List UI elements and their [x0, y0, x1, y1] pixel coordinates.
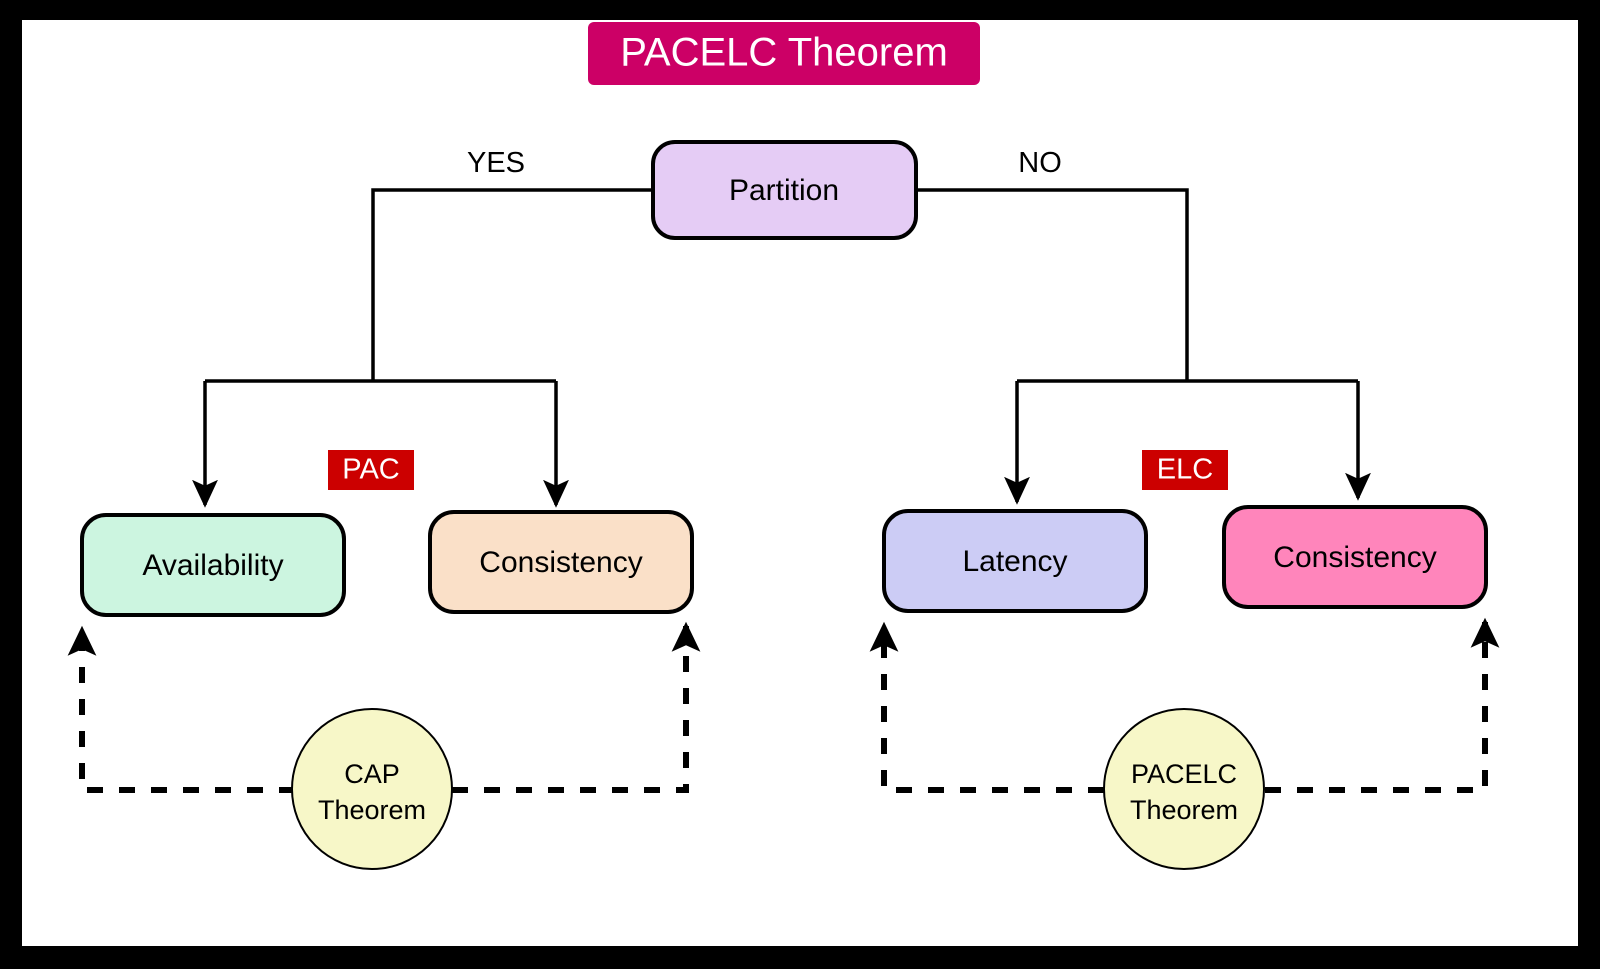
- badge-elc-rect: [1142, 450, 1228, 490]
- node-partition[interactable]: Partition: [651, 140, 918, 240]
- node-availability-label: Availability: [142, 549, 283, 582]
- dashed-cap-to-consistency-left: [452, 621, 701, 793]
- node-consistency-left-shape[interactable]: [428, 510, 694, 614]
- node-cap-theorem-line2: Theorem: [318, 795, 426, 825]
- page-title: PACELC Theorem: [620, 31, 948, 75]
- node-latency-shape[interactable]: [882, 509, 1148, 613]
- dashed-pacelc-to-consistency-right: [1265, 617, 1500, 793]
- badge-elc-label: ELC: [1157, 454, 1213, 486]
- node-cap-theorem-shape[interactable]: [291, 708, 453, 870]
- edge-partition-to-no: [916, 188, 1189, 381]
- node-cap-theorem-line1: CAP: [344, 759, 400, 789]
- node-pacelc-theorem[interactable]: PACELC Theorem: [1103, 708, 1265, 870]
- dashed-pacelc-to-latency: [869, 621, 1104, 793]
- node-pacelc-theorem-line1: PACELC: [1131, 759, 1237, 789]
- node-pacelc-theorem-shape[interactable]: [1103, 708, 1265, 870]
- node-consistency-right-label: Consistency: [1273, 541, 1436, 574]
- pacelc-feedback-loop: [869, 617, 1500, 793]
- node-availability[interactable]: Availability: [80, 513, 346, 617]
- node-latency-label: Latency: [962, 545, 1067, 578]
- cap-feedback-loop: [67, 621, 701, 793]
- node-consistency-right[interactable]: Consistency: [1222, 505, 1488, 609]
- node-pacelc-theorem-line2: Theorem: [1130, 795, 1238, 825]
- badge-pac-label: PAC: [342, 454, 399, 486]
- badge-elc: ELC: [1142, 450, 1228, 490]
- edge-label-yes: YES: [467, 147, 525, 179]
- node-consistency-left[interactable]: Consistency: [428, 510, 694, 614]
- edge-label-no: NO: [1018, 147, 1062, 179]
- title-banner-rect: [588, 22, 980, 85]
- badge-pac-rect: [328, 450, 414, 490]
- node-cap-theorem[interactable]: CAP Theorem: [291, 708, 453, 870]
- node-partition-label: Partition: [729, 174, 839, 207]
- title-banner: PACELC Theorem: [588, 22, 980, 85]
- dashed-cap-to-availability: [67, 625, 295, 793]
- node-partition-shape[interactable]: [651, 140, 918, 240]
- node-availability-shape[interactable]: [80, 513, 346, 617]
- edge-yes-group: YES: [192, 147, 653, 508]
- node-latency[interactable]: Latency: [882, 509, 1148, 613]
- badge-pac: PAC: [328, 450, 414, 490]
- node-consistency-left-label: Consistency: [479, 546, 642, 579]
- edge-no-group: NO: [916, 147, 1371, 505]
- node-consistency-right-shape[interactable]: [1222, 505, 1488, 609]
- edge-partition-to-yes: [371, 188, 653, 381]
